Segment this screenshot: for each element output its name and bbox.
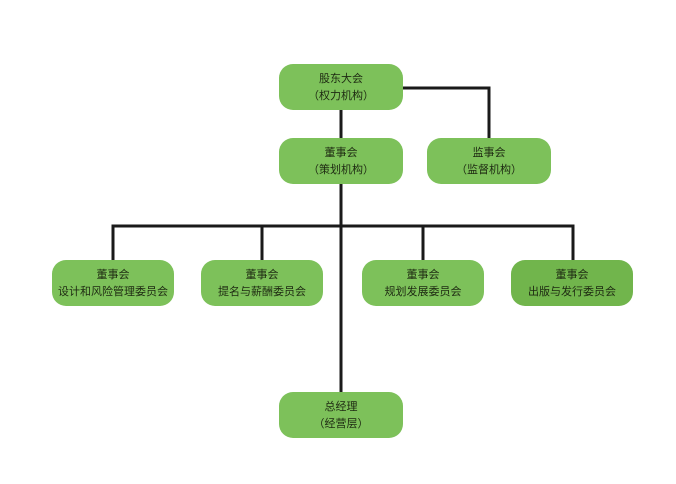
node-board-of-supervisors: 监事会 （监督机构） xyxy=(427,138,551,184)
node-title: 董事会 xyxy=(324,146,358,159)
node-issuance-committee: 董事会 出版与发行委员会 xyxy=(511,260,633,306)
node-board-of-directors: 董事会 （策划机构） xyxy=(279,138,403,184)
node-title: 总经理 xyxy=(324,400,358,413)
line-shareholders-to-supervisors xyxy=(401,86,491,140)
node-subtitle: （策划机构） xyxy=(308,163,374,176)
node-title: 董事会 xyxy=(406,268,440,281)
node-title: 董事会 xyxy=(245,268,279,281)
node-general-manager: 总经理 （经营层） xyxy=(279,392,403,438)
node-risk-committee: 董事会 设计和风险管理委员会 xyxy=(52,260,174,306)
node-title: 股东大会 xyxy=(319,72,363,85)
node-subtitle: （经营层） xyxy=(313,417,369,430)
node-title: 董事会 xyxy=(96,268,130,281)
node-subtitle: 出版与发行委员会 xyxy=(528,285,616,298)
node-shareholders-meeting: 股东大会 （权力机构） xyxy=(279,64,403,110)
node-subtitle: 设计和风险管理委员会 xyxy=(58,285,168,298)
node-subtitle: （权力机构） xyxy=(308,89,374,102)
node-planning-committee: 董事会 规划发展委员会 xyxy=(362,260,484,306)
node-title: 监事会 xyxy=(472,146,506,159)
node-nomination-committee: 董事会 提名与薪酬委员会 xyxy=(201,260,323,306)
node-title: 董事会 xyxy=(555,268,589,281)
node-subtitle: 提名与薪酬委员会 xyxy=(218,285,306,298)
node-subtitle: 规划发展委员会 xyxy=(384,285,462,298)
node-subtitle: （监督机构） xyxy=(456,163,522,176)
